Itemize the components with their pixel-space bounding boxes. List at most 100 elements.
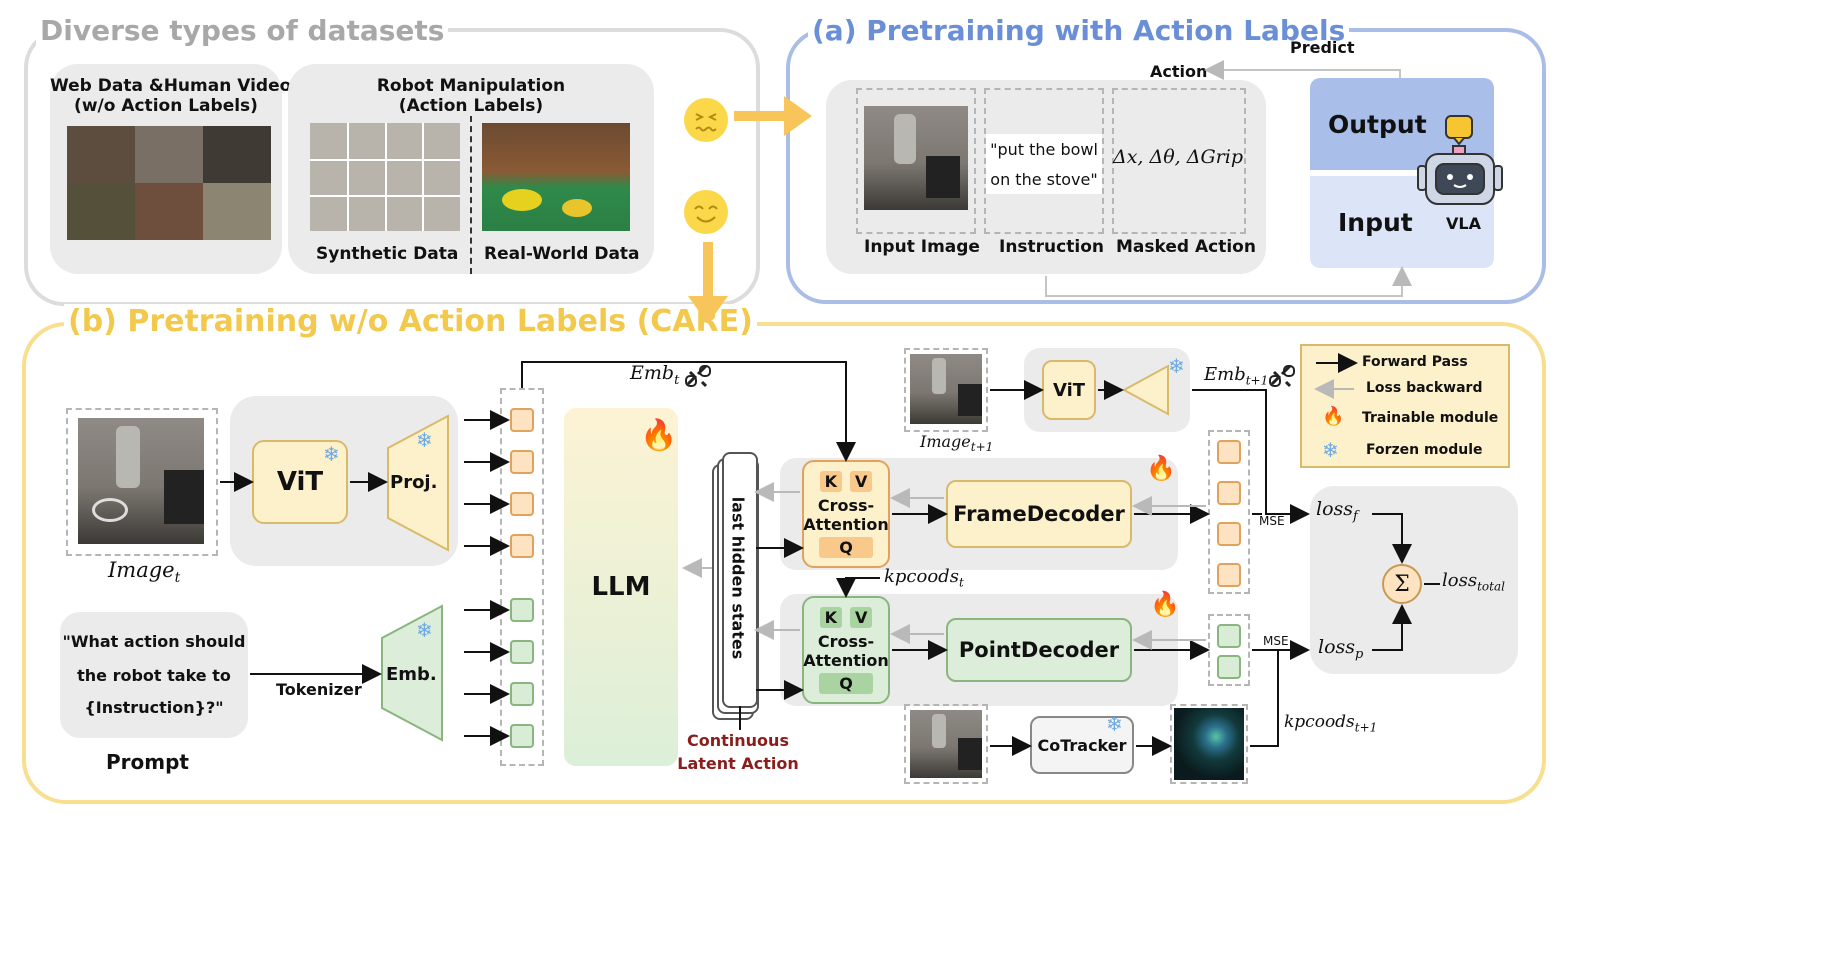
stop-gradient-icon (684, 364, 714, 394)
emb-label: Emb. (386, 664, 437, 685)
cross-attention-point-box: K V Cross- Attention Q (802, 596, 890, 704)
web-video-collage (67, 126, 271, 240)
emb-t1-label: Embt+1 (1204, 364, 1268, 388)
loss-f-text: loss (1316, 498, 1354, 520)
robot-data-title-line1: Robot Manipulation (376, 76, 566, 96)
real-world-label: Real-World Data (484, 244, 640, 264)
loss-total-sub: total (1477, 579, 1505, 594)
cross-line2-2: Attention (803, 650, 889, 670)
query-label: Q (819, 536, 873, 558)
key-label-2: K (819, 606, 842, 628)
robot-data-title-line2: (Action Labels) (398, 96, 544, 116)
continuous-latent-line1: Continuous (687, 731, 789, 750)
image-t1-text: Image (920, 432, 971, 451)
value-label: V (850, 470, 873, 492)
mse-label-1: MSE (1259, 514, 1285, 528)
loss-f-label: lossf (1316, 498, 1358, 524)
pretrain-b-title: (b) Pretraining w/o Action Labels (CARE) (64, 304, 757, 339)
loss-total-label: losstotal (1442, 570, 1505, 594)
visual-token (510, 450, 534, 474)
kpcoods-t-text: kpcoods (884, 566, 959, 587)
cotracker-input-slot (904, 704, 988, 784)
image-t-slot (66, 408, 218, 556)
instruction-slot (984, 88, 1104, 234)
frame-decoder-box: FrameDecoder (946, 480, 1132, 548)
kpcoods-t-label: kpcoodst (884, 566, 964, 590)
cotracker-frozen-icon: ❄ (1106, 712, 1123, 736)
loss-p-sub: p (1355, 646, 1364, 662)
frame-token (1217, 563, 1241, 587)
loss-p-label: lossp (1318, 636, 1363, 662)
datasets-title: Diverse types of datasets (36, 14, 449, 47)
instruction-label: Instruction (999, 237, 1104, 257)
real-world-photo (482, 123, 630, 231)
data-divider (470, 116, 472, 274)
query-label-2: Q (819, 672, 873, 694)
continuous-latent-line2: Latent Action (677, 754, 799, 773)
confused-emoji-icon (684, 98, 728, 142)
frame-decoder-label: FrameDecoder (953, 502, 1125, 526)
loss-total-text: loss (1442, 570, 1478, 591)
kpcoods-t1-sub: t+1 (1354, 720, 1378, 735)
text-token (510, 598, 534, 622)
prompt-text-line2: the robot take to (77, 666, 231, 685)
emb-t1-text: Emb (1204, 364, 1246, 385)
image-t1-label: Imaget+1 (920, 432, 993, 454)
proj-label: Proj. (390, 472, 438, 493)
proj-frozen-icon: ❄ (416, 428, 433, 452)
sum-node: Σ (1382, 564, 1422, 604)
visual-token (510, 534, 534, 558)
cross-line2: Attention (803, 514, 889, 534)
image-t1-sub: t+1 (970, 440, 994, 455)
emb-t-label: Embt (630, 362, 679, 388)
vit2-box: ViT (1042, 360, 1096, 420)
frame-trainable-icon: 🔥 (1146, 454, 1176, 482)
point-token (1217, 655, 1241, 679)
loss-f-sub: f (1353, 508, 1358, 524)
image-t1-photo (910, 354, 982, 424)
kpcoods-t1-text: kpcoods (1284, 712, 1355, 732)
cross-line1: Cross- (817, 495, 875, 515)
vit-frozen-icon: ❄ (323, 442, 340, 466)
point-trainable-icon: 🔥 (1150, 590, 1180, 618)
image-t-label: Imaget (108, 558, 180, 586)
mse-label-2: MSE (1263, 634, 1289, 648)
cotracker-input-photo (910, 710, 982, 778)
snowflake-icon: ❄ (1322, 438, 1339, 462)
instruction-text-line1: "put the bowl (990, 140, 1098, 159)
image-t-text: Image (108, 558, 175, 582)
output-label: Output (1328, 109, 1427, 139)
emb-t-sub: t (674, 372, 680, 388)
masked-action-slot (1112, 88, 1246, 234)
llm-box: LLM (564, 408, 678, 766)
prompt-panel (60, 612, 248, 738)
input-image-slot (856, 88, 976, 234)
action-label: Action (1150, 62, 1208, 81)
value-label-2: V (850, 606, 873, 628)
text-token (510, 682, 534, 706)
vit2-label: ViT (1052, 379, 1086, 401)
emb-trapezoid (380, 604, 444, 742)
point-token (1217, 624, 1241, 648)
frame-token (1217, 481, 1241, 505)
legend-forward-label: Forward Pass (1362, 354, 1468, 370)
vit2-proj-triangle (1121, 364, 1172, 420)
prompt-text-line3: {Instruction}?" (84, 698, 224, 717)
hidden-states-stack-front (722, 452, 758, 708)
frame-token (1217, 522, 1241, 546)
synthetic-data-grid (310, 123, 460, 231)
predict-label: Predict (1290, 38, 1355, 57)
key-label: K (819, 470, 842, 492)
emb-frozen-icon: ❄ (416, 618, 433, 642)
text-token (510, 724, 534, 748)
masked-action-text: Δx, Δθ, ΔGrip (1113, 146, 1243, 168)
emb-t1-sub: t+1 (1245, 373, 1269, 388)
web-data-title-line2: (w/o Action Labels) (74, 96, 258, 116)
legend-frozen-label: Forzen module (1366, 442, 1483, 458)
stop-gradient-icon-2 (1268, 364, 1298, 394)
pretrain-b-panel (22, 322, 1546, 804)
input-image-photo (864, 106, 968, 210)
fire-icon: 🔥 (1322, 406, 1345, 427)
synthetic-label: Synthetic Data (316, 244, 459, 264)
cotracker-label: CoTracker (1037, 735, 1127, 755)
